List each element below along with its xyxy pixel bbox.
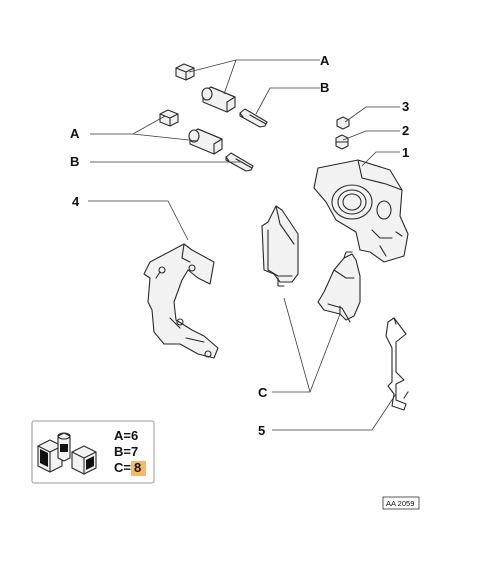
bleed-screw-2 bbox=[335, 134, 349, 150]
label-part-3: 3 bbox=[402, 99, 409, 114]
bleed-cap-3 bbox=[336, 116, 350, 130]
legend-line-b: B=7 bbox=[114, 444, 138, 459]
label-a-left: A bbox=[70, 126, 80, 141]
guide-pin-b-top bbox=[239, 108, 268, 128]
brake-caliper-1 bbox=[313, 159, 409, 263]
label-b-top: B bbox=[320, 80, 329, 95]
label-part-2: 2 bbox=[402, 123, 409, 138]
label-b-left: B bbox=[70, 154, 79, 169]
bush-a-left-large bbox=[188, 128, 223, 155]
legend-line-c-value: 8 bbox=[134, 460, 141, 475]
anti-rattle-spring-5 bbox=[385, 317, 409, 411]
kit-legend-box: A=6 B=7 C= 8 bbox=[31, 420, 155, 484]
bush-a-left-small bbox=[159, 109, 179, 127]
bush-a-top-small bbox=[175, 63, 195, 81]
legend-line-a: A=6 bbox=[114, 428, 138, 443]
brake-pad-c-left bbox=[261, 205, 299, 287]
caliper-bracket-4 bbox=[143, 243, 219, 359]
label-part-5: 5 bbox=[258, 423, 265, 438]
kit-box-icon bbox=[37, 432, 97, 475]
legend-highlight bbox=[131, 461, 146, 476]
drawing-code: AA 2059 bbox=[386, 499, 414, 508]
label-c: C bbox=[258, 385, 268, 400]
drawing-code-box: AA 2059 bbox=[382, 496, 420, 510]
label-part-4: 4 bbox=[72, 194, 80, 209]
label-a-top: A bbox=[320, 53, 330, 68]
brake-pad-c-right bbox=[317, 251, 361, 323]
label-part-1: 1 bbox=[402, 145, 409, 160]
bush-a-top-large bbox=[201, 86, 236, 113]
leader-lines bbox=[88, 59, 400, 431]
legend-line-c-prefix: C= bbox=[114, 460, 131, 475]
